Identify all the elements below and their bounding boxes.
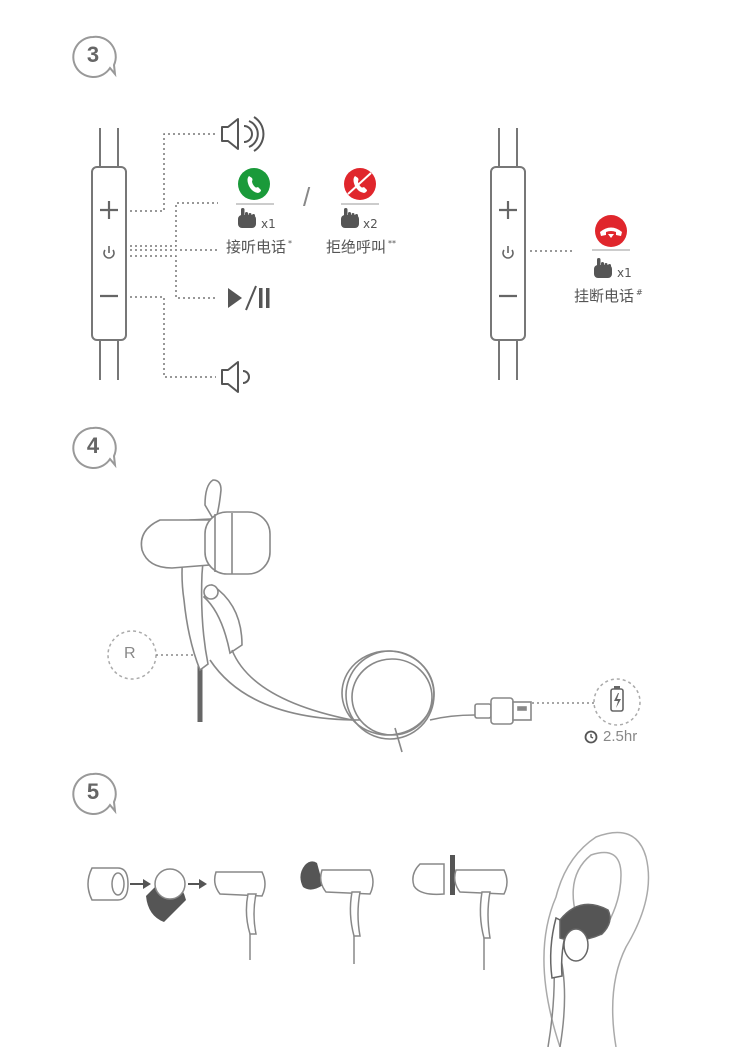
step-number-4: 4 bbox=[86, 433, 100, 458]
right-side-letter: R bbox=[124, 645, 136, 662]
speaker-loud-icon bbox=[221, 116, 265, 152]
reject-call-label: 拒绝呼叫** bbox=[326, 236, 396, 257]
hangup-call-text: 挂断电话 bbox=[574, 287, 635, 305]
hand-tap-icon-hangup bbox=[594, 258, 612, 278]
step-bubble-5 bbox=[72, 772, 117, 815]
play-pause-icon bbox=[228, 285, 270, 311]
right-side-marker bbox=[107, 630, 196, 680]
hangup-tap-count: x1 bbox=[617, 266, 632, 280]
power-button-left[interactable] bbox=[103, 246, 115, 259]
step-bubble-3 bbox=[72, 35, 117, 78]
answer-tap-count: x1 bbox=[261, 217, 276, 231]
reject-call-text: 拒绝呼叫 bbox=[326, 238, 387, 256]
remote-control-left bbox=[91, 128, 127, 380]
earphone-charging-illustration bbox=[140, 479, 532, 753]
phone-green-icon bbox=[236, 168, 274, 205]
battery-charging-icon bbox=[532, 678, 641, 726]
plus-button-right[interactable] bbox=[499, 201, 517, 219]
hand-tap-icon-answer bbox=[238, 208, 256, 228]
charge-time: 2.5hr bbox=[603, 728, 638, 745]
answer-call-text: 接听电话 bbox=[226, 238, 287, 256]
speaker-quiet-icon bbox=[221, 361, 250, 393]
clock-icon bbox=[584, 730, 598, 744]
step-number-3: 3 bbox=[86, 42, 100, 67]
earphone-in-ear bbox=[549, 903, 611, 979]
step-bubble-4 bbox=[72, 426, 117, 469]
eartip-sequence bbox=[87, 855, 508, 970]
hand-tap-icon-reject bbox=[341, 208, 359, 228]
hangup-call-label: 挂断电话# bbox=[574, 285, 643, 306]
reject-call-mark: ** bbox=[388, 239, 397, 248]
connector-lines bbox=[130, 133, 218, 378]
action-separator: / bbox=[303, 182, 311, 212]
hangup-call-mark: # bbox=[636, 288, 643, 297]
power-button-right[interactable] bbox=[502, 246, 514, 259]
phone-hangup-icon bbox=[592, 215, 630, 251]
remote-control-right bbox=[490, 128, 526, 380]
step-number-5: 5 bbox=[86, 779, 100, 804]
plus-button-left[interactable] bbox=[100, 201, 118, 219]
reject-tap-count: x2 bbox=[363, 217, 378, 231]
answer-call-label: 接听电话* bbox=[226, 236, 292, 257]
phone-red-crossed-icon bbox=[341, 168, 379, 205]
answer-call-mark: * bbox=[288, 239, 293, 248]
